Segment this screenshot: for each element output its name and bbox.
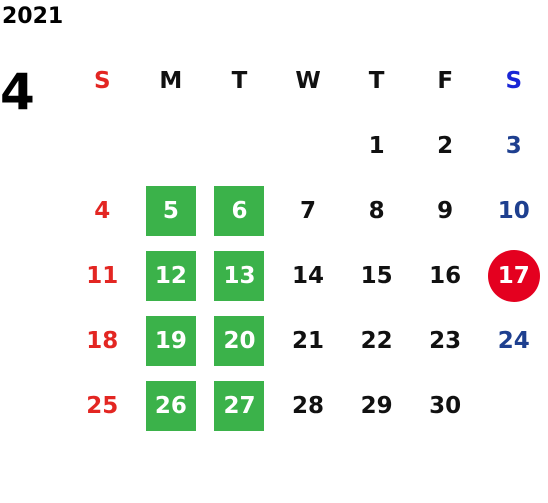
day-cell: 4 bbox=[68, 178, 137, 243]
day-number: 29 bbox=[360, 392, 393, 419]
week-row: 18 19 20 21 22 23 24 bbox=[68, 308, 548, 373]
day-cell: 2 bbox=[411, 113, 480, 178]
day-cell: 23 bbox=[411, 308, 480, 373]
day-cell: 3 bbox=[479, 113, 548, 178]
day-cell: 9 bbox=[411, 178, 480, 243]
weekday-monday: M bbox=[159, 67, 183, 94]
day-cell: 15 bbox=[342, 243, 411, 308]
day-number: 1 bbox=[368, 132, 385, 159]
weekday-saturday: S bbox=[505, 67, 523, 94]
weekday-friday: F bbox=[437, 67, 454, 94]
day-cell bbox=[205, 113, 274, 178]
day-cell bbox=[68, 113, 137, 178]
day-number: 16 bbox=[429, 262, 462, 289]
day-number: 14 bbox=[292, 262, 325, 289]
day-cell-highlighted: 6 bbox=[205, 178, 274, 243]
day-cell bbox=[479, 373, 548, 438]
day-cell-highlighted: 12 bbox=[137, 243, 206, 308]
highlight-box bbox=[214, 185, 265, 236]
week-row: 11 12 13 14 15 16 17 bbox=[68, 243, 548, 308]
day-cell: 22 bbox=[342, 308, 411, 373]
day-cell: 10 bbox=[479, 178, 548, 243]
weekday-sunday: S bbox=[94, 67, 111, 94]
day-cell-highlighted: 19 bbox=[137, 308, 206, 373]
day-cell: 28 bbox=[274, 373, 343, 438]
day-cell: 14 bbox=[274, 243, 343, 308]
week-row: 25 26 27 28 29 30 bbox=[68, 373, 548, 438]
day-cell-highlighted: 20 bbox=[205, 308, 274, 373]
day-cell-highlighted: 26 bbox=[137, 373, 206, 438]
day-number: 4 bbox=[94, 197, 111, 224]
day-number: 25 bbox=[86, 392, 119, 419]
day-number: 23 bbox=[429, 327, 462, 354]
day-number: 15 bbox=[360, 262, 393, 289]
day-cell: 8 bbox=[342, 178, 411, 243]
day-number: 26 bbox=[154, 392, 187, 419]
day-number: 7 bbox=[300, 197, 317, 224]
day-cell: 29 bbox=[342, 373, 411, 438]
month-label: 4 bbox=[0, 63, 35, 121]
highlight-box bbox=[214, 315, 265, 366]
highlight-box bbox=[145, 380, 196, 431]
day-cell bbox=[137, 113, 206, 178]
day-number: 9 bbox=[437, 197, 454, 224]
day-cell-highlighted: 13 bbox=[205, 243, 274, 308]
day-number: 18 bbox=[86, 327, 119, 354]
day-number: 27 bbox=[223, 392, 256, 419]
day-number: 11 bbox=[86, 262, 119, 289]
year-label: 2021 bbox=[2, 4, 64, 29]
week-row: 1 2 3 bbox=[68, 113, 548, 178]
day-number: 21 bbox=[292, 327, 325, 354]
day-cell-highlighted: 27 bbox=[205, 373, 274, 438]
day-cell: 24 bbox=[479, 308, 548, 373]
day-cell: 1 bbox=[342, 113, 411, 178]
weekday-header-row: S M T W T F S bbox=[68, 48, 548, 113]
weekday-tuesday: T bbox=[231, 67, 248, 94]
highlight-box bbox=[145, 250, 196, 301]
highlight-box bbox=[145, 185, 196, 236]
day-cell-highlighted: 5 bbox=[137, 178, 206, 243]
day-number: 6 bbox=[231, 197, 248, 224]
day-cell: 11 bbox=[68, 243, 137, 308]
highlight-box bbox=[214, 250, 265, 301]
marked-day-circle bbox=[487, 249, 540, 302]
day-cell: 21 bbox=[274, 308, 343, 373]
day-number: 24 bbox=[497, 327, 530, 354]
day-number: 10 bbox=[497, 197, 530, 224]
day-number: 8 bbox=[368, 197, 385, 224]
day-cell: 30 bbox=[411, 373, 480, 438]
day-number: 22 bbox=[360, 327, 393, 354]
day-number: 30 bbox=[429, 392, 462, 419]
day-cell bbox=[274, 113, 343, 178]
day-number: 17 bbox=[497, 262, 530, 289]
day-number: 13 bbox=[223, 262, 256, 289]
weekday-thursday: T bbox=[368, 67, 385, 94]
weekday-wednesday: W bbox=[295, 67, 321, 94]
day-number: 5 bbox=[162, 197, 179, 224]
day-cell: 7 bbox=[274, 178, 343, 243]
day-number: 28 bbox=[292, 392, 325, 419]
day-cell: 18 bbox=[68, 308, 137, 373]
day-number: 19 bbox=[154, 327, 187, 354]
day-cell: 16 bbox=[411, 243, 480, 308]
day-number: 3 bbox=[505, 132, 522, 159]
week-row: 4 5 6 7 8 9 10 bbox=[68, 178, 548, 243]
day-number: 2 bbox=[437, 132, 454, 159]
highlight-box bbox=[214, 380, 265, 431]
day-number: 12 bbox=[154, 262, 187, 289]
calendar-grid: S M T W T F S 1 2 3 4 5 6 7 8 9 10 bbox=[68, 48, 548, 438]
day-number: 20 bbox=[223, 327, 256, 354]
highlight-box bbox=[145, 315, 196, 366]
day-cell-marked: 17 bbox=[479, 243, 548, 308]
day-cell: 25 bbox=[68, 373, 137, 438]
